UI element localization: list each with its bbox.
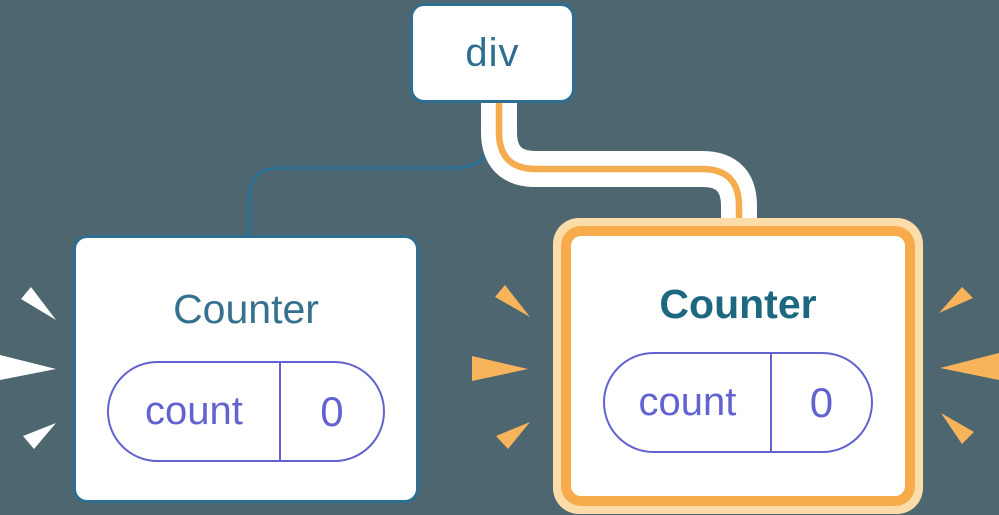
state-name: count bbox=[109, 363, 281, 460]
edge-div-to-left-counter bbox=[247, 100, 493, 239]
state-pill: count 0 bbox=[603, 352, 873, 453]
tree-node-counter-left: Counter count 0 bbox=[73, 235, 419, 503]
tree-node-counter-right-highlighted: Counter count 0 bbox=[561, 226, 915, 506]
state-pill: count 0 bbox=[107, 361, 385, 462]
burst-wedge bbox=[23, 423, 56, 449]
state-value: 0 bbox=[809, 378, 834, 426]
counter-title: Counter bbox=[659, 281, 817, 327]
counter-title: Counter bbox=[173, 286, 319, 332]
burst-wedge bbox=[939, 287, 973, 313]
tree-node-div: div bbox=[410, 3, 575, 103]
burst-wedge bbox=[21, 287, 56, 320]
div-node-label: div bbox=[465, 30, 520, 75]
burst-wedge bbox=[496, 422, 530, 449]
burst-wedge bbox=[940, 353, 999, 380]
burst-wedge bbox=[941, 413, 974, 444]
burst-wedge bbox=[495, 285, 530, 317]
burst-marks-white-left bbox=[0, 287, 56, 449]
burst-marks-orange-left bbox=[472, 285, 530, 449]
burst-marks-orange-right bbox=[939, 287, 999, 444]
edge-div-to-right-counter bbox=[495, 100, 743, 232]
burst-wedge bbox=[0, 355, 56, 380]
burst-wedge bbox=[472, 356, 528, 381]
edge-div-to-right-counter-casing bbox=[481, 100, 757, 219]
state-value: 0 bbox=[320, 387, 344, 435]
state-name: count bbox=[605, 354, 772, 451]
